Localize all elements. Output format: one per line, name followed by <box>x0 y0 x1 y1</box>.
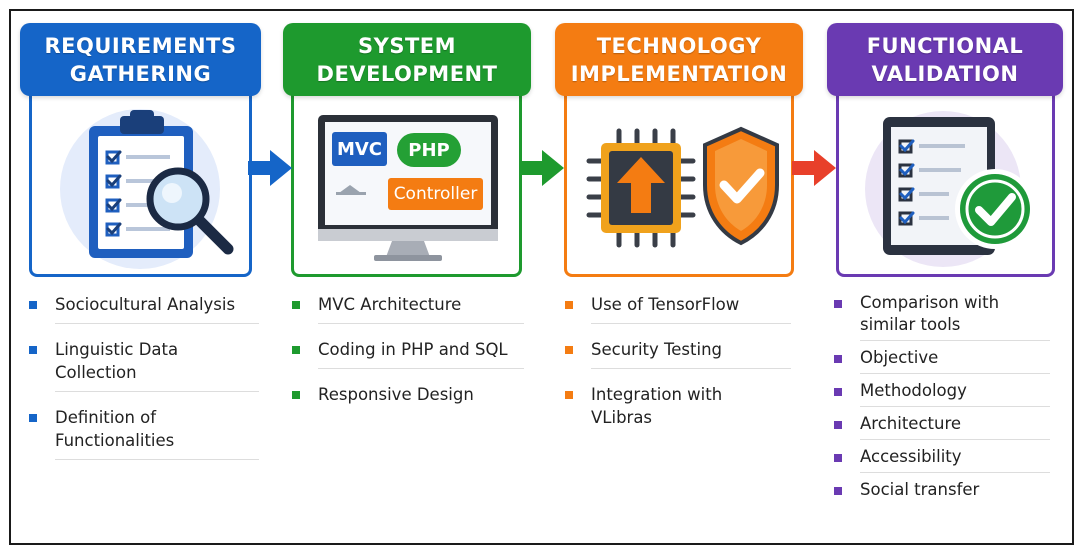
list-item: Social transfer <box>834 479 1050 508</box>
list-item: Architecture <box>834 413 1050 440</box>
arrow-right-icon <box>520 150 564 186</box>
stage-items-requirements: Sociocultural Analysis Linguistic Data C… <box>29 293 259 460</box>
bullet-square-icon <box>565 301 573 309</box>
stage-title-line: SYSTEM <box>357 33 457 58</box>
stage-development: SYSTEM DEVELOPMENT MVC PHP Controller <box>283 23 531 283</box>
stage-header: SYSTEM DEVELOPMENT <box>283 23 531 96</box>
bullet-square-icon <box>565 346 573 354</box>
bullet-square-icon <box>834 454 842 462</box>
mvc-badge: MVC <box>332 132 387 166</box>
stage-header: FUNCTIONAL VALIDATION <box>827 23 1063 96</box>
bullet-square-icon <box>834 421 842 429</box>
bullet-square-icon <box>29 346 37 354</box>
stage-title-line: DEVELOPMENT <box>316 61 498 86</box>
list-item: Integration with VLibras <box>565 383 791 436</box>
controller-badge: Controller <box>388 178 483 210</box>
list-item: Sociocultural Analysis <box>29 293 259 324</box>
list-item: Accessibility <box>834 446 1050 473</box>
bullet-square-icon <box>292 301 300 309</box>
list-item: Definition of Functionalities <box>29 406 259 460</box>
stage-title-line: GATHERING <box>69 61 212 86</box>
arrow-right-icon <box>248 150 292 186</box>
list-item: Methodology <box>834 380 1050 407</box>
bullet-square-icon <box>834 300 842 308</box>
list-item: Responsive Design <box>292 383 524 413</box>
stage-title-line: REQUIREMENTS <box>44 33 237 58</box>
stage-items-development: MVC Architecture Coding in PHP and SQL R… <box>292 293 524 413</box>
stage-requirements: REQUIREMENTS GATHERING <box>20 23 261 283</box>
stage-technology: TECHNOLOGY IMPLEMENTATION <box>555 23 803 283</box>
stage-title-line: IMPLEMENTATION <box>570 61 788 86</box>
list-item: Use of TensorFlow <box>565 293 791 324</box>
stage-title-line: VALIDATION <box>871 61 1019 86</box>
clipboard-magnifier-icon <box>60 109 234 269</box>
stage-items-validation: Comparison with similar tools Objective … <box>834 292 1050 508</box>
list-item: Comparison with similar tools <box>834 292 1050 341</box>
bullet-square-icon <box>834 355 842 363</box>
stage-header: REQUIREMENTS GATHERING <box>20 23 261 96</box>
arrow-right-icon <box>792 150 836 186</box>
stage-title-line: TECHNOLOGY <box>596 33 762 58</box>
stage-items-technology: Use of TensorFlow Security Testing Integ… <box>565 293 791 436</box>
list-item: Coding in PHP and SQL <box>292 338 524 369</box>
stage-title-line: FUNCTIONAL <box>866 33 1024 58</box>
list-item: Linguistic Data Collection <box>29 338 259 392</box>
list-item: Security Testing <box>565 338 791 369</box>
chip-shield-icon <box>586 126 779 248</box>
bullet-square-icon <box>834 388 842 396</box>
bullet-square-icon <box>292 391 300 399</box>
tablet-check-icon <box>865 111 1035 267</box>
stage-validation: FUNCTIONAL VALIDATION <box>827 23 1063 283</box>
stage-panel <box>564 89 794 277</box>
stage-panel <box>836 89 1055 277</box>
bullet-square-icon <box>29 414 37 422</box>
bullet-square-icon <box>292 346 300 354</box>
stage-panel <box>29 89 252 277</box>
bullet-square-icon <box>834 487 842 495</box>
stage-header: TECHNOLOGY IMPLEMENTATION <box>555 23 803 96</box>
php-badge: PHP <box>397 133 461 167</box>
list-item: Objective <box>834 347 1050 374</box>
bullet-square-icon <box>29 301 37 309</box>
bullet-square-icon <box>565 391 573 399</box>
stage-panel: MVC PHP Controller <box>291 89 522 277</box>
list-item: MVC Architecture <box>292 293 524 324</box>
